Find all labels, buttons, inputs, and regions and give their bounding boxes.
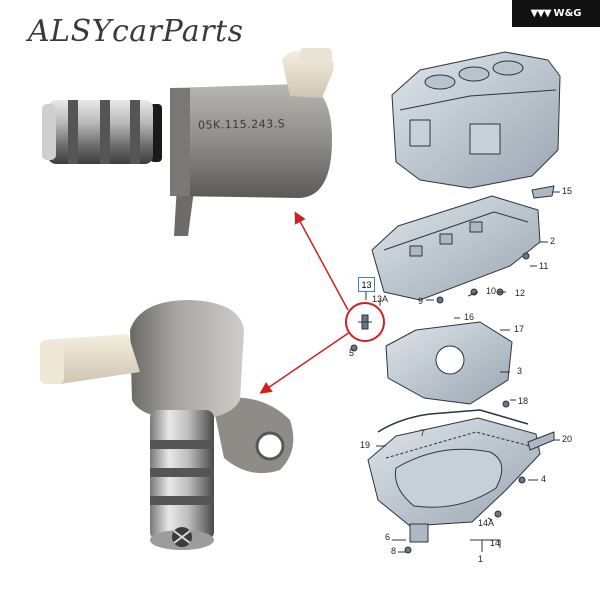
callout-label: 1: [478, 554, 484, 564]
callout-label: 14: [490, 538, 501, 548]
callout-label: 10: [486, 286, 497, 296]
upper-solenoid-valve: [42, 48, 334, 236]
callout-label: 8: [391, 546, 397, 556]
callout-box-13: 13: [358, 277, 375, 292]
brand-logo-icon: ▼▼▼: [530, 8, 551, 19]
callout-label: 6: [385, 532, 391, 542]
callout-label: 17: [514, 324, 525, 334]
callout-label: 13A: [372, 294, 389, 304]
brand-watermark: ALSYcarParts: [28, 14, 244, 49]
lower-solenoid-valve: [40, 300, 294, 550]
callout-label: 18: [518, 396, 529, 406]
highlight-annotations: [259, 211, 385, 394]
callout-label: 9: [418, 296, 424, 306]
callout-label: 7: [420, 428, 426, 438]
callout-label: 12: [515, 288, 526, 298]
callout-label: 2: [550, 236, 556, 246]
exploded-parts-diagram: [350, 51, 561, 554]
callout-label: 4: [541, 474, 547, 484]
callout-label: 16: [464, 312, 475, 322]
callout-label: 3: [517, 366, 523, 376]
callout-label: 11: [539, 261, 549, 271]
callout-label: 5: [349, 348, 355, 358]
valve-part-number-engraving: 05K.115.243.S: [197, 117, 286, 132]
callout-label: 15: [562, 186, 573, 196]
brand-badge: ▼▼▼ W&G: [512, 0, 600, 27]
callout-label: 19: [360, 440, 371, 450]
callout-label: 14A: [478, 518, 495, 528]
brand-badge-text: W&G: [553, 8, 582, 19]
callout-label: 20: [562, 434, 573, 444]
